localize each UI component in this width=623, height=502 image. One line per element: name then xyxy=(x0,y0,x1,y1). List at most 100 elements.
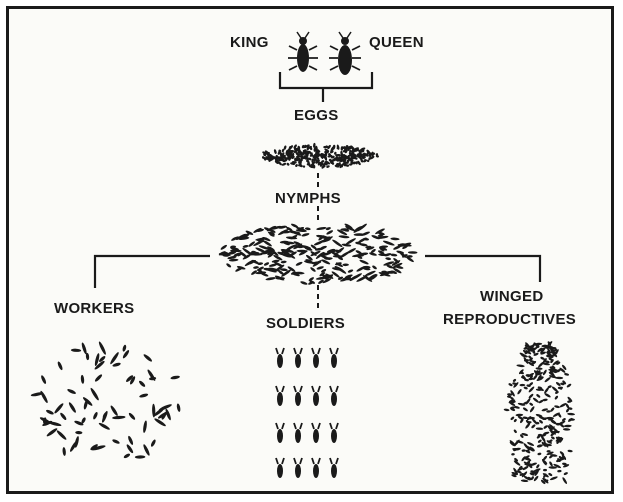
egg-mark xyxy=(276,156,280,159)
nymph-mark xyxy=(287,266,296,272)
winged-reproductive-mark xyxy=(551,386,559,393)
winged-reproductive-mark xyxy=(525,374,530,377)
nymph-mark xyxy=(332,254,343,258)
nymph-mark xyxy=(332,239,343,248)
winged-reproductive-mark xyxy=(562,428,571,431)
winged-reproductive-mark xyxy=(560,382,565,386)
nymph-mark xyxy=(344,223,353,229)
winged-reproductive-mark xyxy=(541,408,549,412)
winged-reproductive-mark xyxy=(530,346,536,353)
winged-reproductive-mark xyxy=(519,371,524,375)
worker-mark xyxy=(98,341,106,355)
egg-mark xyxy=(323,162,327,165)
egg-mark xyxy=(331,162,335,165)
nymph-mark xyxy=(357,223,367,232)
soldier-termite-icon xyxy=(311,385,321,406)
nymph-mark xyxy=(263,240,272,247)
egg-mark xyxy=(289,151,293,156)
winged-reproductive-mark xyxy=(542,398,548,402)
nymph-mark xyxy=(342,277,353,281)
worker-mark xyxy=(75,430,83,435)
nymph-mark xyxy=(220,244,228,250)
nymph-mark xyxy=(265,268,277,273)
winged-reproductive-mark xyxy=(521,433,529,436)
winged-reproductive-mark xyxy=(529,359,536,364)
winged-reproductive-mark xyxy=(534,469,540,477)
nymph-mark xyxy=(235,266,243,272)
nymph-mark xyxy=(345,226,356,232)
winged-reproductive-mark xyxy=(556,361,561,365)
egg-mark xyxy=(336,144,340,150)
egg-mark xyxy=(337,162,341,167)
nymph-mark xyxy=(338,235,350,239)
egg-mark xyxy=(263,153,267,157)
soldier-termite-icon xyxy=(329,422,339,443)
nymph-mark xyxy=(331,271,340,278)
egg-mark xyxy=(308,157,312,161)
nymph-mark xyxy=(281,249,290,257)
nymph-mark xyxy=(304,227,311,231)
egg-mark xyxy=(293,147,297,152)
egg-mark xyxy=(325,150,329,154)
nymph-mark xyxy=(230,249,242,253)
egg-mark xyxy=(281,154,286,158)
winged-reproductive-mark xyxy=(557,458,561,462)
winged-reproductive-mark xyxy=(549,348,555,355)
egg-mark xyxy=(342,162,347,167)
worker-mark xyxy=(69,440,78,452)
nymph-mark xyxy=(326,230,334,235)
winged-reproductive-mark xyxy=(508,383,513,387)
winged-reproductive-mark xyxy=(558,457,566,461)
winged-reproductive-mark xyxy=(546,440,552,444)
nymph-mark xyxy=(291,272,300,277)
winged-reproductive-mark xyxy=(543,344,550,349)
nymph-mark xyxy=(341,243,352,247)
nymph-mark xyxy=(242,247,253,256)
nymph-mark xyxy=(391,262,403,269)
winged-reproductive-mark xyxy=(522,407,528,412)
nymph-mark xyxy=(369,252,377,256)
nymphs-label: NYMPHS xyxy=(275,190,341,207)
egg-mark xyxy=(268,159,271,162)
egg-mark xyxy=(360,157,363,162)
nymph-mark xyxy=(260,251,270,255)
winged-reproductive-mark xyxy=(528,377,534,381)
egg-mark xyxy=(285,149,289,156)
soldiers-grid xyxy=(275,347,339,478)
nymph-mark xyxy=(370,248,376,254)
nymph-mark xyxy=(257,266,264,272)
winged-reproductive-mark xyxy=(525,423,531,429)
egg-mark xyxy=(288,146,292,149)
winged-reproductive-mark xyxy=(519,383,526,387)
winged-reproductive-mark xyxy=(563,424,572,428)
egg-mark xyxy=(360,155,365,160)
egg-mark xyxy=(275,159,279,162)
winged-reproductive-mark xyxy=(551,365,556,369)
nymph-mark xyxy=(322,278,332,284)
worker-mark xyxy=(123,453,131,459)
winged-reproductive-mark xyxy=(550,430,555,435)
nymph-mark xyxy=(242,244,249,248)
egg-mark xyxy=(335,162,339,166)
nymph-mark xyxy=(231,236,239,241)
soldier-termite-icon xyxy=(329,457,339,478)
egg-mark xyxy=(307,144,310,150)
winged-reproductive-mark xyxy=(521,449,526,452)
winged-reproductive-mark xyxy=(542,358,547,363)
winged-reproductive-mark xyxy=(543,468,547,472)
egg-mark xyxy=(261,156,265,159)
winged-reproductive-mark xyxy=(566,383,572,388)
winged-reproductive-mark xyxy=(529,406,535,413)
worker-mark xyxy=(143,420,147,433)
winged-reproductive-mark xyxy=(529,357,533,361)
nymph-mark xyxy=(253,266,259,269)
nymph-mark xyxy=(269,229,276,233)
winged-reproductive-mark xyxy=(536,464,540,469)
egg-mark xyxy=(323,145,328,149)
winged-reproductive-mark xyxy=(530,447,535,451)
nymph-mark xyxy=(280,260,287,264)
winged-reproductive-mark xyxy=(543,478,549,484)
nymph-mark xyxy=(316,266,324,270)
worker-mark xyxy=(46,409,54,415)
nymph-mark xyxy=(381,270,388,274)
